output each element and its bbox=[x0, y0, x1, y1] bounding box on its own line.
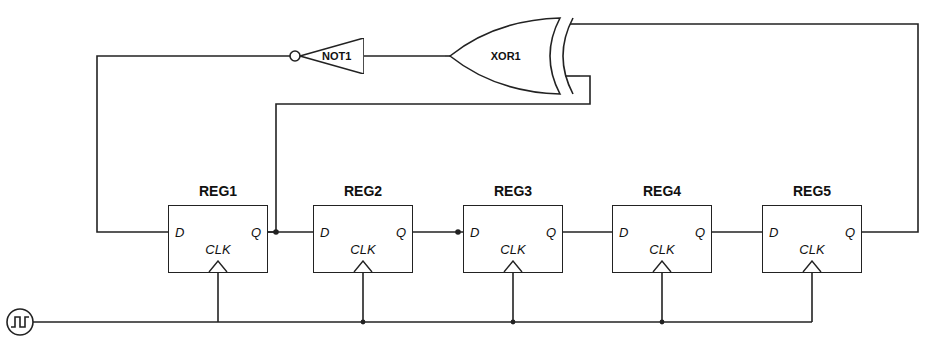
junction-dot bbox=[511, 320, 516, 325]
register-name: REG3 bbox=[494, 184, 532, 198]
clock-pin-label: CLK bbox=[799, 243, 824, 256]
clock-line bbox=[33, 321, 812, 323]
pin-label: D bbox=[619, 226, 628, 239]
clock-pin-label: CLK bbox=[205, 243, 230, 256]
clock-line bbox=[217, 273, 219, 322]
xor-gate: XOR1 bbox=[445, 16, 580, 96]
signal-wire bbox=[712, 231, 762, 233]
clock-edge-symbol bbox=[353, 260, 373, 272]
register-box: REG3DQCLK bbox=[463, 205, 563, 273]
gate-name: XOR1 bbox=[491, 51, 521, 62]
clock-edge-symbol bbox=[652, 260, 672, 272]
pin-label: D bbox=[320, 226, 329, 239]
pin-label: Q bbox=[251, 226, 261, 239]
signal-wire bbox=[563, 231, 612, 233]
register-box: REG4DQCLK bbox=[612, 205, 712, 273]
clock-line bbox=[661, 273, 663, 322]
pin-label: D bbox=[470, 226, 479, 239]
register-box: REG1DQCLK bbox=[168, 205, 268, 273]
register-name: REG5 bbox=[793, 184, 831, 198]
clock-pin-label: CLK bbox=[649, 243, 674, 256]
pin-label: D bbox=[769, 226, 778, 239]
junction-dot bbox=[660, 320, 665, 325]
register-box: REG2DQCLK bbox=[313, 205, 413, 273]
clock-pin-label: CLK bbox=[500, 243, 525, 256]
clock-line bbox=[811, 273, 813, 322]
pin-label: Q bbox=[695, 226, 705, 239]
signal-wire bbox=[364, 55, 445, 57]
not-gate: NOT1 bbox=[288, 38, 364, 74]
clock-edge-symbol bbox=[802, 260, 822, 272]
clock-line bbox=[512, 273, 514, 322]
clock-pin-label: CLK bbox=[350, 243, 375, 256]
junction-dot bbox=[361, 320, 366, 325]
register-box: REG5DQCLK bbox=[762, 205, 862, 273]
clock-source bbox=[7, 309, 33, 335]
register-name: REG2 bbox=[344, 184, 382, 198]
register-name: REG1 bbox=[199, 184, 237, 198]
square-wave-symbol bbox=[11, 317, 29, 327]
clock-line bbox=[362, 273, 364, 322]
signal-wire bbox=[580, 24, 918, 232]
clock-edge-symbol bbox=[503, 260, 523, 272]
pin-label: Q bbox=[546, 226, 556, 239]
gate-name: NOT1 bbox=[322, 51, 351, 62]
pin-label: Q bbox=[845, 226, 855, 239]
pin-label: Q bbox=[396, 226, 406, 239]
register-name: REG4 bbox=[643, 184, 681, 198]
clock-edge-symbol bbox=[208, 260, 228, 272]
signal-wire bbox=[413, 231, 463, 233]
pin-label: D bbox=[175, 226, 184, 239]
